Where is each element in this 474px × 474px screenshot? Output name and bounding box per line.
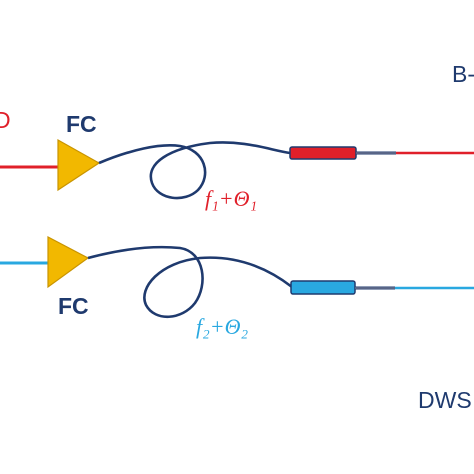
- fiber-coupler-bottom-icon: [47, 236, 90, 289]
- top-right-label: B-: [452, 61, 474, 87]
- fiber-loop-top: [98, 141, 291, 200]
- fc-label-top: FC: [66, 111, 97, 137]
- fiber-coupler-top-icon: [57, 138, 101, 192]
- fiber-bragg-grating-top: [289, 146, 357, 160]
- fc-label-bottom: FC: [58, 293, 89, 319]
- freq-label-bottom: f₂+Θ₂: [196, 314, 248, 339]
- fiber-bragg-grating-bottom: [290, 280, 356, 295]
- bottom-right-label: DWS: [418, 387, 472, 413]
- freq-label-top: f₁+Θ₁: [205, 186, 257, 211]
- left-top-fragment-label: D: [0, 107, 11, 133]
- fiber-loop-bottom: [87, 245, 293, 319]
